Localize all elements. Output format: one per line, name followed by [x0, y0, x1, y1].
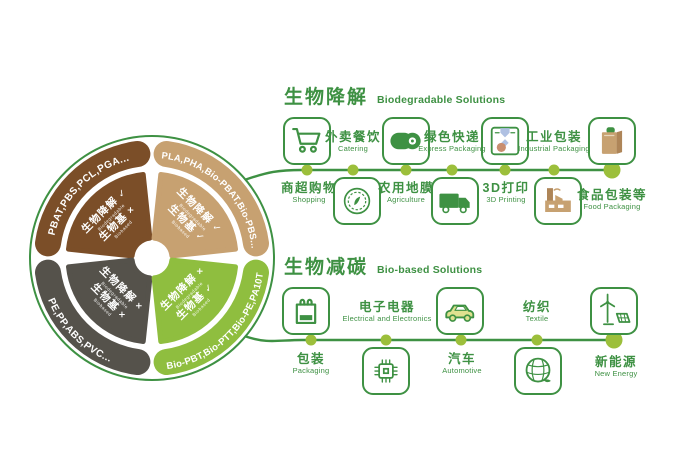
timeline-dot	[499, 164, 511, 176]
label-en: Industrial Packaging	[518, 144, 590, 154]
wheel-bands	[35, 141, 269, 375]
item-label-shopping: 商超购物 Shopping	[281, 181, 337, 204]
timeline-dots	[301, 161, 623, 349]
wedge-top-right	[151, 172, 238, 259]
wind-solar-icon	[590, 287, 638, 335]
band-top-right	[153, 141, 269, 257]
label-en: Shopping	[292, 195, 326, 205]
item-label-new-energy: 新能源 New Energy	[595, 355, 638, 378]
wedge-bottom-left	[66, 257, 153, 344]
item-label-food-packaging: 食品包装等 Food Packaging	[577, 188, 647, 211]
label-en: Textile	[525, 314, 549, 324]
timeline-dot	[548, 164, 560, 176]
item-label-industrial-packaging: 工业包装 Industrial Packaging	[518, 130, 590, 153]
label-zh: 3D打印	[482, 181, 530, 195]
label-en: Agriculture	[386, 195, 426, 205]
section-title-biodegradable: 生物降解 Biodegradable Solutions	[284, 82, 505, 109]
section-title-biobased: 生物减碳 Bio-based Solutions	[284, 252, 482, 279]
item-label-catering: 外卖餐饮 Catering	[325, 130, 381, 153]
shopping-cart-icon	[283, 117, 331, 165]
shopping-bag-icon	[282, 287, 330, 335]
timeline-end-dot	[603, 161, 621, 179]
label-en: 3D Printing	[486, 195, 526, 205]
label-en: Catering	[338, 144, 368, 154]
timeline-dot	[531, 334, 543, 346]
item-label-textile: 纺织 Textile	[523, 300, 551, 323]
title-en: Bio-based Solutions	[377, 264, 483, 276]
label-zh: 电子电器	[358, 300, 415, 314]
label-zh: 外卖餐饮	[324, 130, 382, 144]
title-en: Biodegradable Solutions	[377, 94, 506, 106]
timeline-dot	[400, 164, 412, 176]
label-zh: 绿色快递	[423, 130, 481, 144]
band-top-left	[35, 141, 151, 257]
band-bottom-left	[35, 259, 151, 375]
timeline-dot	[446, 164, 458, 176]
eco-seal-icon	[333, 177, 381, 225]
label-zh: 新能源	[594, 355, 638, 369]
timeline-dot	[305, 334, 317, 346]
timeline-biobased	[245, 335, 614, 343]
timeline-dot	[455, 334, 467, 346]
wheel-outline-ring	[29, 135, 275, 381]
film-roll-icon	[382, 117, 430, 165]
item-label-3d-printing: 3D打印 3D Printing	[483, 181, 530, 204]
delivery-truck-icon	[431, 177, 479, 225]
label-zh: 纺织	[522, 300, 552, 314]
wedge-top-left	[66, 172, 153, 259]
item-label-automotive: 汽车 Automotive	[442, 352, 482, 375]
label-zh: 商超购物	[280, 181, 338, 195]
label-en: Packaging	[292, 366, 330, 376]
chip-icon	[362, 347, 410, 395]
wheel-wedges	[66, 172, 238, 344]
item-label-electronics: 电子电器 Electrical and Electronics	[343, 300, 432, 323]
paper-bag-icon	[588, 117, 636, 165]
label-en: Electrical and Electronics	[342, 314, 432, 324]
label-en: New Energy	[594, 369, 638, 379]
item-label-express-packaging: 绿色快递 Express Packaging	[418, 130, 486, 153]
label-zh: 汽车	[447, 352, 476, 366]
wedge-bottom-right	[151, 257, 238, 344]
label-zh: 农用地膜	[377, 181, 435, 195]
label-en: Automotive	[442, 366, 482, 376]
item-label-agriculture: 农用地膜 Agriculture	[378, 181, 434, 204]
label-zh: 工业包装	[525, 130, 583, 144]
title-zh: 生物减碳	[284, 257, 369, 278]
label-zh: 食品包装等	[576, 188, 648, 202]
printing-machine-icon	[481, 117, 529, 165]
label-en: Food Packaging	[583, 202, 641, 212]
timeline-end-dot	[605, 331, 623, 349]
title-zh: 生物降解	[284, 87, 369, 108]
item-label-packaging: 包装 Packaging	[293, 352, 330, 375]
factory-icon	[534, 177, 582, 225]
label-zh: 包装	[296, 352, 326, 366]
label-en: Express Packaging	[418, 144, 486, 154]
timeline-dot	[380, 334, 392, 346]
timeline-dot	[347, 164, 359, 176]
band-bottom-right	[153, 259, 269, 375]
timeline-dot	[301, 164, 313, 176]
car-icon	[436, 287, 484, 335]
yarn-ball-icon	[514, 347, 562, 395]
